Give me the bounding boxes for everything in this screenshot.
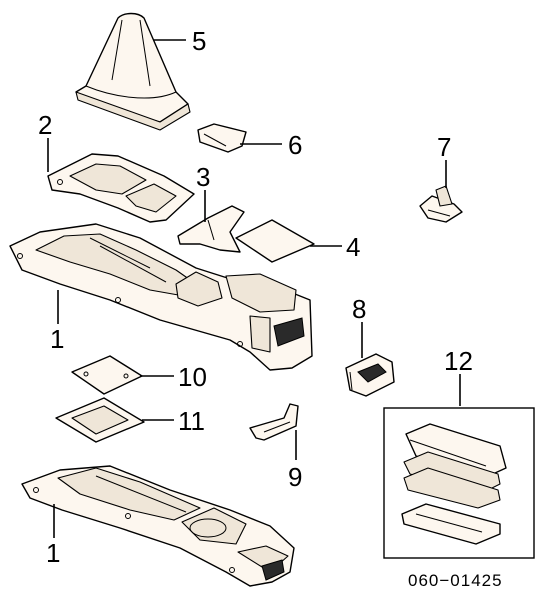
side-bracket-part (177, 205, 245, 253)
diagram-code: 060−01425 (408, 571, 503, 590)
callout-12: 12 (444, 346, 473, 376)
cover-plate-part (197, 123, 247, 153)
armrest-tray-part (401, 503, 501, 545)
lower-console-body-part (21, 465, 295, 587)
callout-8: 8 (352, 294, 366, 324)
bracket-part (249, 403, 299, 441)
callout-1-upper: 1 (50, 324, 64, 354)
armrest-lid-part (405, 423, 507, 479)
clip-part (419, 185, 463, 223)
leader-lines (47, 39, 461, 538)
callout-7: 7 (437, 132, 451, 162)
frame-gasket-part (55, 397, 145, 443)
armrest-hinge-part (403, 451, 501, 509)
callout-5: 5 (192, 26, 206, 56)
callout-11: 11 (178, 406, 205, 436)
callout-1-lower: 1 (46, 538, 60, 568)
armrest-inset-box (383, 407, 535, 559)
shift-boot-part (75, 12, 191, 131)
upper-console-body-part (9, 223, 313, 371)
cup-holder-part (345, 353, 395, 397)
mat-part (235, 219, 315, 263)
callout-2: 2 (38, 110, 52, 140)
callout-10: 10 (178, 362, 207, 392)
panel-trim-part (47, 153, 195, 223)
callout-3: 3 (196, 162, 210, 192)
callout-6: 6 (288, 130, 302, 160)
plate-part (71, 355, 143, 395)
callout-9: 9 (288, 462, 302, 492)
callout-4: 4 (346, 232, 360, 262)
